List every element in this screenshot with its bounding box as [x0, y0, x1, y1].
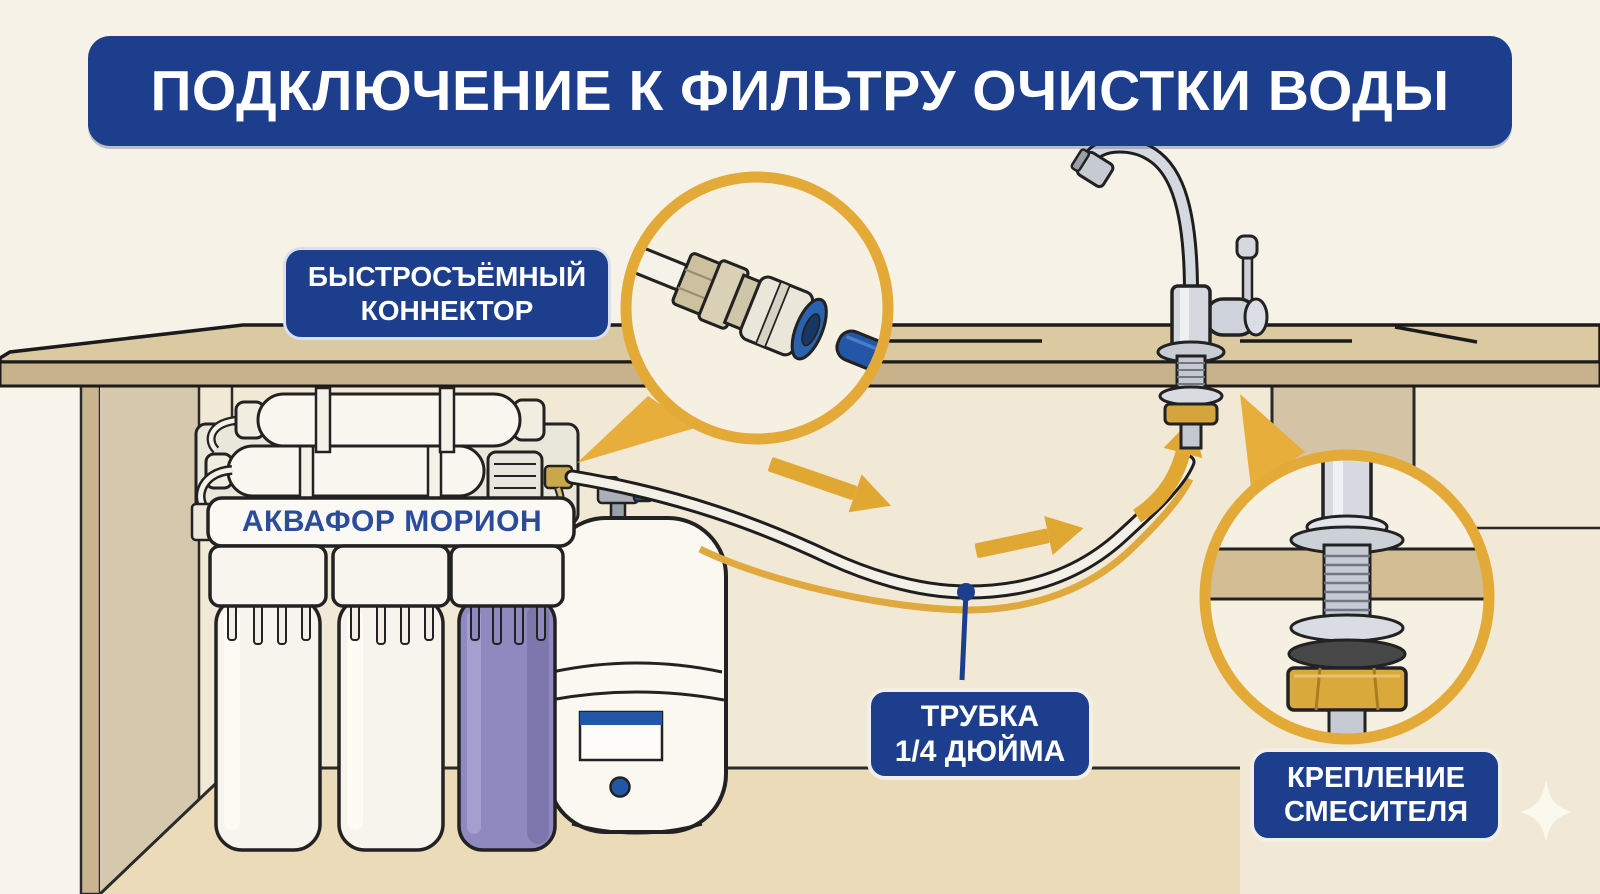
rubber-washer	[1287, 638, 1407, 670]
label-tube-line2: 1/4 ДЮЙМА	[894, 735, 1066, 768]
quarter-inch-tube	[564, 454, 1196, 614]
filter-brand-label: АКВАФОР МОРИОН	[241, 505, 543, 538]
faucet-spout-tip	[1070, 148, 1115, 189]
cartridge-1	[208, 544, 328, 852]
tank-label	[578, 710, 664, 762]
cabinet-left-side-wall	[100, 386, 199, 894]
cartridge-3-purple	[449, 544, 565, 852]
cabinet-outside-left	[0, 386, 81, 894]
quick-connector-illustration	[630, 245, 884, 381]
flow-arrow-2	[974, 516, 1084, 558]
label-tube: ТРУБКА 1/4 ДЮЙМА	[867, 688, 1093, 780]
magnifier-mount-detail	[1199, 394, 1495, 745]
tank-port	[609, 776, 631, 798]
label-quick-connector: БЫСТРОСЪЁМНЫЙ КОННЕКТОР	[283, 247, 611, 340]
cabinet-left-stile	[79, 384, 102, 894]
magnifier-mount-pointer	[1240, 394, 1305, 488]
flow-arrow-1	[768, 457, 892, 513]
faucet-brass-nut	[1163, 402, 1219, 426]
label-quick-connector-line1: БЫСТРОСЪЁМНЫЙ	[307, 261, 587, 293]
label-faucet-mount-line2: СМЕСИТЕЛЯ	[1283, 796, 1469, 828]
drinking-faucet	[1070, 137, 1269, 450]
label-faucet-mount: КРЕПЛЕНИЕ СМЕСИТЕЛЯ	[1250, 748, 1502, 842]
sink-cutout-lines	[885, 325, 1478, 344]
faucet-mount-illustration	[1205, 455, 1489, 739]
brass-lock-nut	[1286, 666, 1408, 712]
filter-header-bar	[190, 496, 576, 548]
faucet-mount-hardware	[1158, 354, 1224, 450]
sparkle-icon	[1520, 780, 1572, 842]
label-quick-connector-line2: КОННЕКТОР	[360, 294, 534, 326]
cartridge-2	[331, 544, 451, 852]
membrane-housing-upper	[234, 386, 546, 454]
tube-label-leader	[957, 583, 975, 681]
title-banner: ПОДКЛЮЧЕНИЕ К ФИЛЬТРУ ОЧИСТКИ ВОДЫ	[88, 36, 1512, 146]
label-faucet-mount-line1: КРЕПЛЕНИЕ	[1286, 761, 1466, 794]
chrome-washer	[1289, 613, 1405, 643]
page-title: ПОДКЛЮЧЕНИЕ К ФИЛЬТРУ ОЧИСТКИ ВОДЫ	[150, 59, 1450, 123]
magnifier-connector-detail	[577, 171, 894, 463]
label-tube-line1: ТРУБКА	[920, 699, 1040, 733]
water-filter-unit	[190, 386, 580, 852]
magnifier-connector-pointer	[577, 396, 695, 463]
